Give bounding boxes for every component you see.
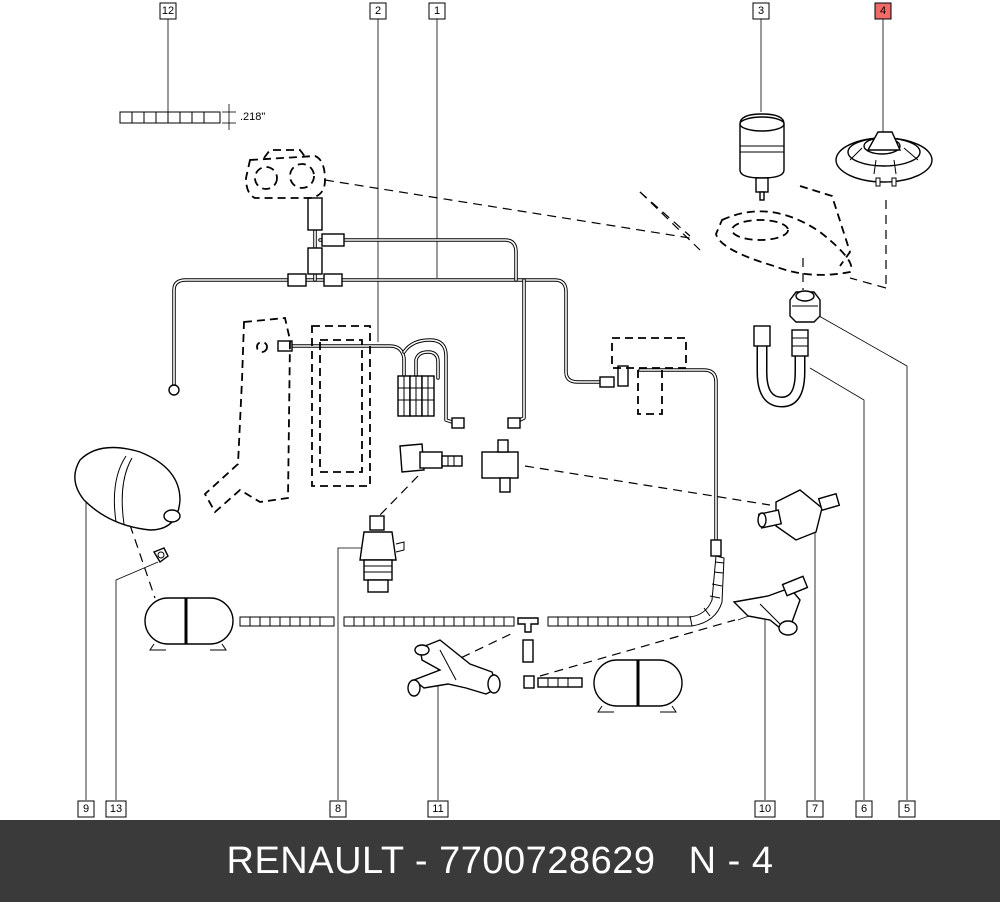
callout-6: 6	[855, 800, 873, 818]
svg-text:7: 7	[812, 803, 818, 815]
ghost-components	[203, 149, 853, 514]
elbow-fitting-item-10	[732, 575, 809, 636]
part-number-banner: RENAULT - 7700728629 N - 4	[0, 820, 1000, 902]
vacuum-hose-strip-item-12: .218"	[119, 104, 265, 130]
svg-text:12: 12	[162, 5, 174, 17]
callout-8: 8	[329, 800, 347, 818]
corrugated-hoses	[239, 555, 725, 689]
callout-10: 10	[754, 800, 776, 818]
part-number-text: RENAULT - 7700728629 N - 4	[226, 839, 774, 882]
svg-text:4: 4	[880, 5, 886, 17]
svg-text:5: 5	[904, 803, 910, 815]
dimension-label: .218"	[240, 111, 265, 123]
t-pipe-item-11	[407, 639, 501, 697]
svg-text:11: 11	[432, 803, 443, 815]
callout-2: 2	[369, 2, 387, 20]
leader-lines	[85, 18, 908, 800]
svg-text:6: 6	[861, 803, 867, 815]
callout-labels: 12 2 1 3 4 9 1	[77, 2, 916, 818]
solenoid-valve	[399, 443, 463, 473]
vacuum-reservoir-item-9	[74, 446, 181, 531]
callout-1: 1	[428, 2, 446, 20]
lower-left-tank	[144, 597, 234, 651]
assembly-dashed-lines	[129, 179, 887, 677]
svg-text:9: 9	[83, 803, 89, 815]
union-nut-item-5	[789, 290, 821, 323]
vacuum-valve-item-8	[359, 515, 405, 593]
connector-cluster	[397, 375, 435, 417]
t-fitting-item-7	[757, 489, 841, 541]
svg-text:8: 8	[335, 803, 341, 815]
callout-13: 13	[105, 800, 127, 818]
callout-5: 5	[898, 800, 916, 818]
callout-3: 3	[752, 2, 770, 20]
u-hose-item-6	[753, 325, 809, 408]
callout-9: 9	[77, 800, 95, 818]
svg-text:1: 1	[434, 5, 440, 17]
clip-item-13	[152, 547, 169, 564]
callout-12: 12	[159, 2, 177, 20]
exploded-parts-diagram: .218"	[74, 2, 933, 818]
callout-7: 7	[806, 800, 824, 818]
valve-cap-item-4	[835, 131, 933, 187]
fuel-filter-item-3	[739, 113, 785, 201]
callout-11: 11	[427, 800, 449, 818]
svg-text:10: 10	[759, 803, 771, 815]
junction-block	[481, 439, 519, 493]
lower-right-tank	[593, 659, 683, 713]
callout-4-highlighted: 4	[874, 2, 892, 20]
svg-text:3: 3	[758, 5, 764, 17]
svg-text:13: 13	[110, 803, 122, 815]
hose-connectors	[277, 197, 722, 557]
svg-text:2: 2	[375, 5, 381, 17]
